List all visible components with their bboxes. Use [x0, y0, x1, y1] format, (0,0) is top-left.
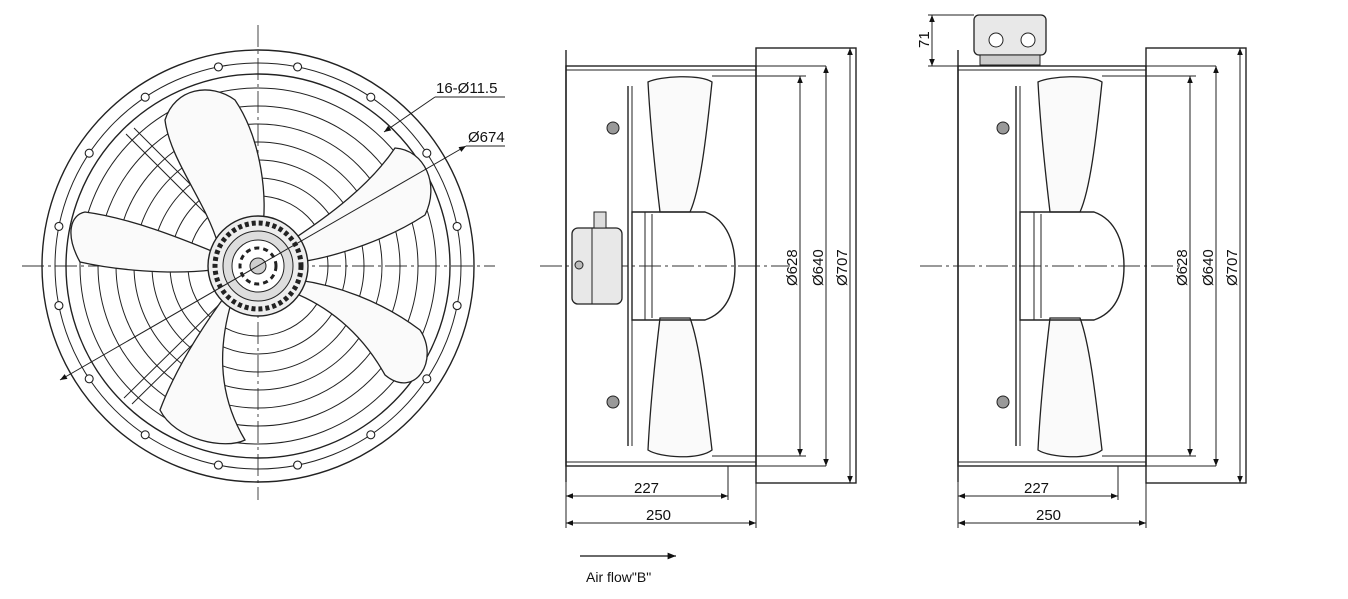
bolt-hole	[84, 148, 94, 158]
bolt-hole	[452, 221, 462, 231]
bolt-hole	[422, 148, 432, 158]
bolt-hole	[366, 430, 376, 440]
bolt-hole	[213, 62, 223, 72]
side-b-dia-outer: Ø707	[834, 249, 851, 286]
bolt-hole	[213, 460, 223, 470]
side-a-len-long: 250	[1036, 507, 1061, 524]
airflow-label: Air flow"B"	[586, 569, 651, 585]
side-view-b: Ø628 Ø640 Ø707 227 250 Air flow"B"	[540, 47, 857, 585]
bolt-hole	[140, 430, 150, 440]
bolt-hole	[366, 92, 376, 102]
bolt-hole	[54, 301, 64, 311]
bolt-hole	[422, 374, 432, 384]
side-b-dia-inner: Ø628	[784, 249, 801, 286]
side-b-motor	[631, 211, 736, 321]
side-a-dia-inner: Ø628	[1174, 249, 1191, 286]
side-view-a: 71 Ø628 Ø640 Ø707 227 250	[916, 14, 1247, 528]
side-b-len-long: 250	[646, 507, 671, 524]
flange-outer-ring	[41, 49, 475, 483]
blade-right	[291, 147, 432, 263]
side-a-terminal-box	[973, 14, 1047, 66]
side-b-len-short: 227	[634, 480, 659, 497]
side-a-dia-outer: Ø707	[1224, 249, 1241, 286]
side-a-box-height: 71	[916, 31, 933, 48]
side-b-blade-top	[647, 76, 713, 213]
side-a-blade-top	[1037, 76, 1103, 213]
pcd-label: Ø674	[468, 129, 505, 146]
side-b-dia-mid: Ø640	[810, 249, 827, 286]
side-a-flange	[1145, 47, 1247, 484]
side-a-dia-mid: Ø640	[1200, 249, 1217, 286]
bolt-hole	[293, 62, 303, 72]
front-view: 16-Ø11.5 Ø674	[22, 25, 505, 500]
side-b-terminal-box	[571, 211, 623, 305]
bolt-hole	[293, 460, 303, 470]
side-a-motor	[1019, 211, 1125, 321]
side-a-blade-bottom	[1037, 317, 1103, 458]
bolt-hole	[54, 221, 64, 231]
bolt-hole	[84, 374, 94, 384]
bolt-holes-label: 16-Ø11.5	[436, 80, 497, 97]
bolt-hole	[140, 92, 150, 102]
side-a-len-short: 227	[1024, 480, 1049, 497]
side-b-flange	[755, 47, 857, 484]
bolt-hole	[452, 301, 462, 311]
side-b-blade-bottom	[647, 317, 713, 458]
